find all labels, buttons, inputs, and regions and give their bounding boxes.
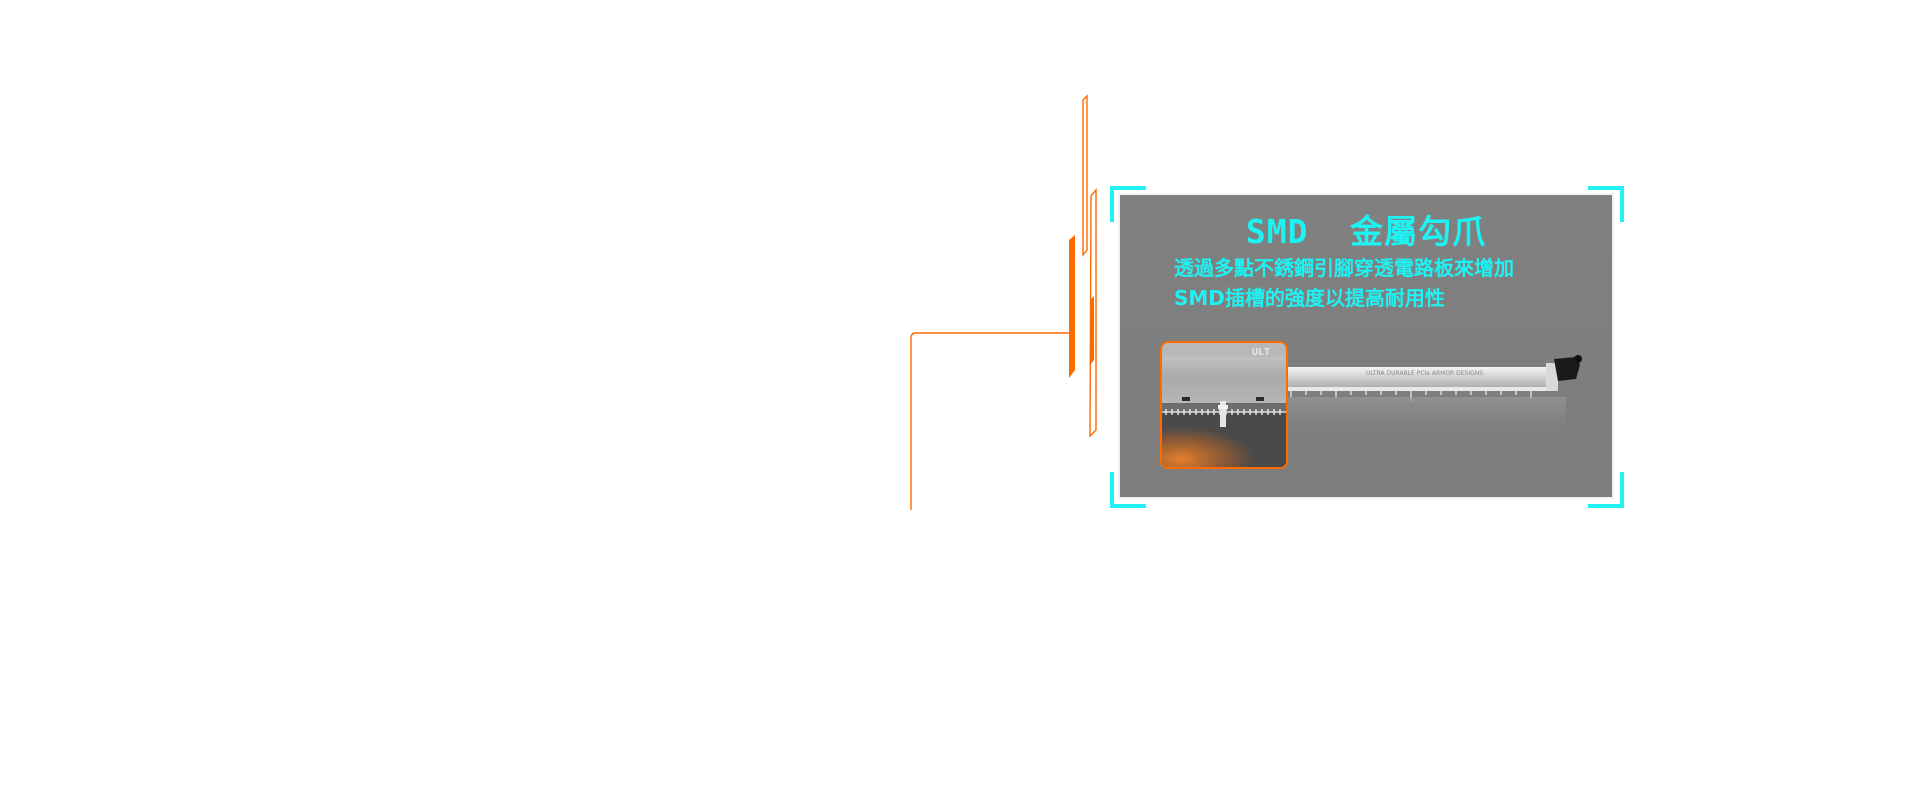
frame-corner-top-left [1110,186,1146,222]
feature-description-line-1: 透過多點不銹鋼引腳穿透電路板來增加 [1174,256,1514,280]
feature-title: SMD 金屬勾爪 [1245,212,1487,251]
feature-description: 透過多點不銹鋼引腳穿透電路板來增加 SMD插槽的強度以提高耐用性 [1174,253,1604,313]
pcie-slot-image: ULTRA DURABLE PCIe ARMOR DESIGNS [1286,355,1582,437]
zoom-detail-inset: ULT [1160,341,1288,469]
frame-corner-bottom-right [1588,472,1624,508]
slot-engraving: ULTRA DURABLE PCIe ARMOR DESIGNS [1366,370,1483,377]
frame-corner-top-right [1588,186,1624,222]
zoom-brand-mark: ULT [1252,347,1270,358]
feature-panel: SMD 金屬勾爪 透過多點不銹鋼引腳穿透電路板來增加 SMD插槽的強度以提高耐用… [1118,193,1614,499]
metal-claw-closeup: ULT [1162,343,1286,467]
frame-corner-bottom-left [1110,472,1146,508]
feature-description-line-2: SMD插槽的強度以提高耐用性 [1174,286,1445,310]
